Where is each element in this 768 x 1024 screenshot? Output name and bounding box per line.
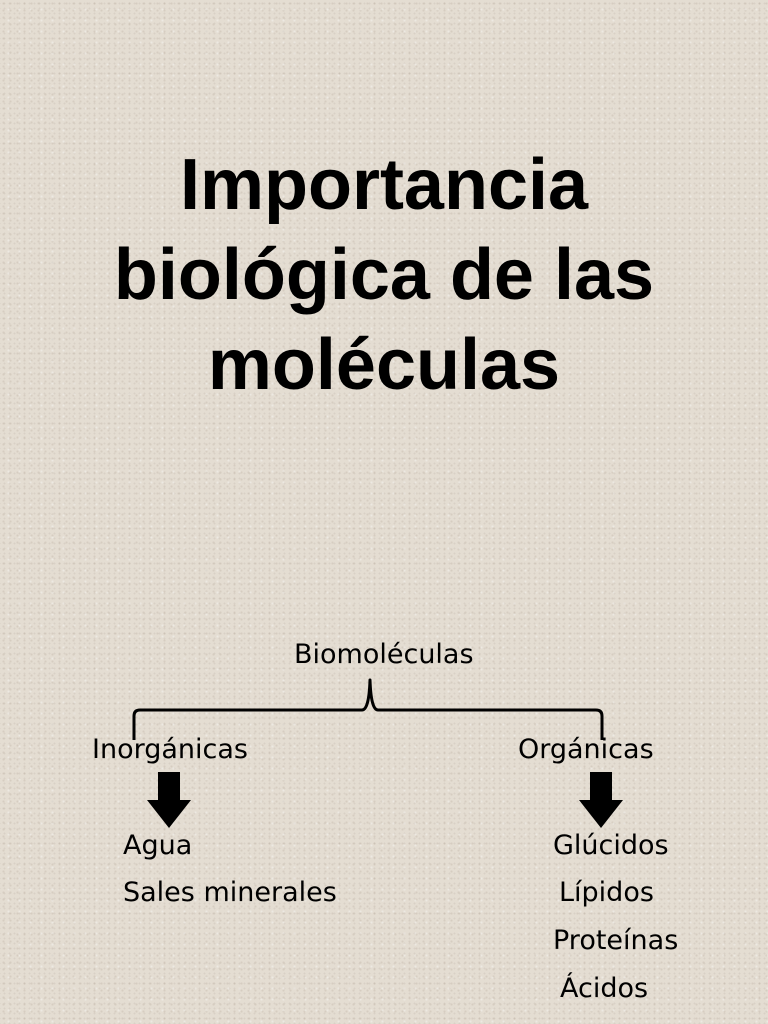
list-item: Ácidos: [560, 973, 649, 1004]
list-item: Agua: [123, 830, 193, 861]
down-arrow-icon: [147, 772, 191, 828]
list-item: Proteínas: [553, 925, 679, 956]
down-arrow-icon: [579, 772, 623, 828]
list-item: Lípidos: [559, 877, 654, 908]
classification-brace: [132, 678, 604, 740]
slide-title: Importancia biológica de las moléculas: [113, 145, 655, 405]
list-item: Glúcidos: [553, 830, 669, 861]
list-item: Sales minerales: [123, 877, 337, 908]
branch-label-inorganic: Inorgánicas: [92, 734, 248, 765]
root-label: Biomoléculas: [294, 639, 474, 670]
branch-label-organic: Orgánicas: [518, 734, 654, 765]
